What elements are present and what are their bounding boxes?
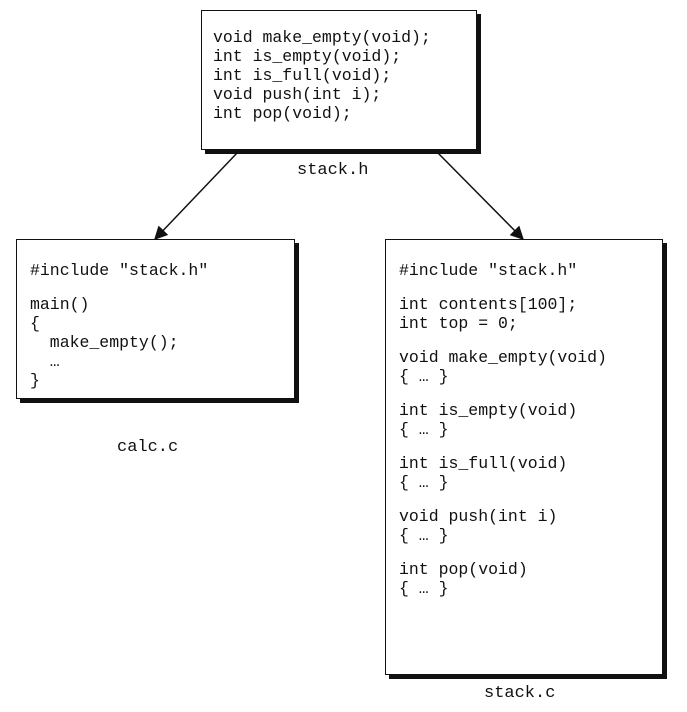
code-block: void push(int i){ … } [399,507,662,545]
code-line: int is_full(void) [399,454,568,473]
code-block: int is_empty(void){ … } [399,401,662,439]
code-block: #include "stack.h" [399,261,662,280]
code-line: void make_empty(void) [399,348,607,367]
code-block: #include "stack.h" [30,261,294,280]
code-line: int pop(void) [399,560,528,579]
code-line: { … } [399,526,449,545]
stack-h-code: void make_empty(void);int is_empty(void)… [213,28,476,123]
code-line: int pop(void); [213,104,352,123]
stack-c-caption: stack.c [484,684,556,703]
stack-h-box: void make_empty(void);int is_empty(void)… [201,10,477,150]
code-line: … [30,352,60,371]
code-line: void push(int i) [399,507,558,526]
code-line: } [30,371,40,390]
calc-c-code: #include "stack.h" main(){ make_empty(); … [30,261,294,390]
code-block: int contents[100];int top = 0; [399,295,662,333]
code-line: #include "stack.h" [399,261,578,280]
code-block: void make_empty(void){ … } [399,348,662,386]
code-line: void make_empty(void); [213,28,431,47]
code-block: int pop(void){ … } [399,560,662,598]
code-block: main(){ make_empty(); …} [30,295,294,390]
code-line: { … } [399,473,449,492]
arrow-to-calc-c [154,151,239,240]
code-line: { … } [399,420,449,439]
stack-c-box: #include "stack.h"int contents[100];int … [385,239,663,675]
code-line: int is_full(void); [213,66,392,85]
calc-c-caption: calc.c [117,438,179,457]
code-block: int is_full(void){ … } [399,454,662,492]
code-line: void push(int i); [213,85,382,104]
stack-c-code: #include "stack.h"int contents[100];int … [399,261,662,598]
code-line: int is_empty(void); [213,47,402,66]
code-line: int is_empty(void) [399,401,578,420]
code-line: { … } [399,579,449,598]
code-line: { … } [399,367,449,386]
code-line: #include "stack.h" [30,261,209,280]
code-line: main() [30,295,90,314]
code-line: make_empty(); [30,333,179,352]
code-line: { [30,314,40,333]
arrow-to-stack-c [436,151,524,240]
code-line: int top = 0; [399,314,518,333]
stack-h-caption: stack.h [297,161,369,180]
calc-c-box: #include "stack.h" main(){ make_empty(); … [16,239,295,399]
code-line: int contents[100]; [399,295,578,314]
